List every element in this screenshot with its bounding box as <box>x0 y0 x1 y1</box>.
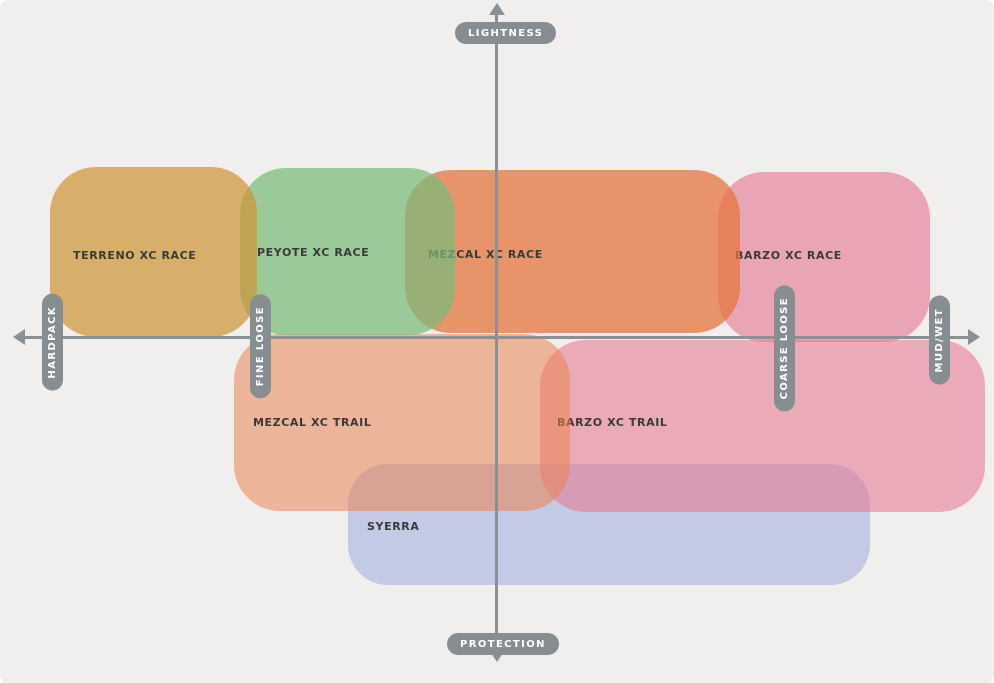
arrow-up-icon <box>489 3 505 15</box>
horizontal-axis-line <box>24 336 971 339</box>
blob-mezcal-xc-race: MEZCAL XC RACE <box>405 170 740 333</box>
blob-mezcal-xc-trail: MEZCAL XC TRAIL <box>234 334 570 511</box>
blob-barzo-xc-trail: BARZO XC TRAIL <box>540 340 985 512</box>
blob-label: PEYOTE XC RACE <box>257 246 370 259</box>
axis-label-fine-loose: FINE LOOSE <box>250 294 271 399</box>
vertical-axis-line <box>495 14 498 652</box>
blob-label: BARZO XC RACE <box>735 249 842 262</box>
blob-label: MEZCAL XC RACE <box>428 248 543 261</box>
blob-barzo-xc-race: BARZO XC RACE <box>718 172 930 342</box>
blob-label: MEZCAL XC TRAIL <box>253 416 372 429</box>
axis-label-protection: PROTECTION <box>447 633 559 655</box>
arrow-left-icon <box>13 329 25 345</box>
blob-label: TERRENO XC RACE <box>73 249 197 262</box>
blob-peyote-xc-race: PEYOTE XC RACE <box>240 168 455 335</box>
blob-label: BARZO XC TRAIL <box>557 416 668 429</box>
axis-label-mud-wet: MUD/WET <box>929 296 950 385</box>
blob-terreno-xc-race: TERRENO XC RACE <box>50 167 257 337</box>
axis-label-lightness: LIGHTNESS <box>455 22 557 44</box>
arrow-right-icon <box>968 329 980 345</box>
axis-label-hardpack: HARDPACK <box>42 294 63 391</box>
axis-label-coarse-loose: COARSE LOOSE <box>774 285 795 412</box>
blob-label: SYERRA <box>367 520 420 533</box>
